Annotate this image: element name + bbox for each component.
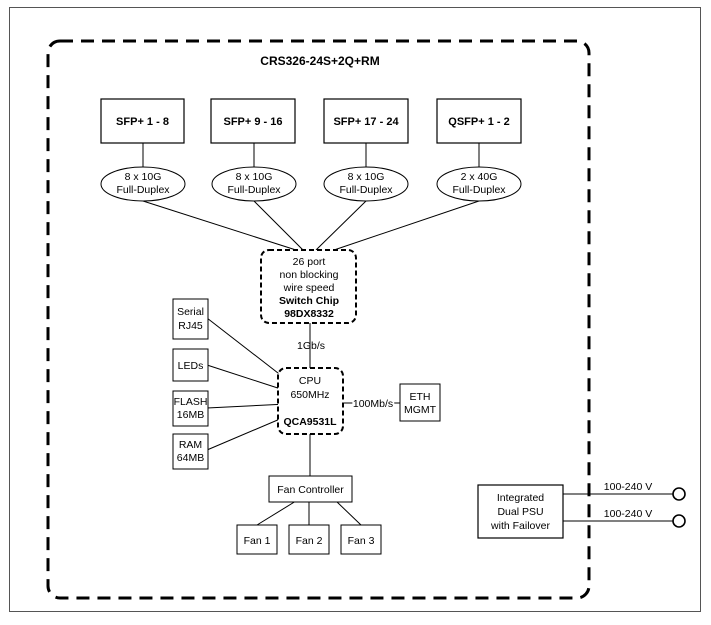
peripheral-flash: FLASH 16MB	[172, 390, 209, 427]
device-title: CRS326-24S+2Q+RM	[260, 54, 379, 68]
peripheral-serial-line1: Serial	[177, 306, 204, 318]
port-speed-2: 8 x 10G Full-Duplex	[211, 166, 297, 202]
outer-frame	[9, 7, 701, 612]
switch-chip-line4: Switch Chip	[279, 295, 339, 307]
fan-controller-label: Fan Controller	[277, 484, 344, 496]
port-speed-4-duplex: Full-Duplex	[452, 184, 506, 196]
connector-lines	[142, 143, 673, 526]
eth-link-speed-label: 100Mb/s	[353, 398, 393, 410]
fan-controller: Fan Controller	[268, 475, 353, 503]
port-group-2-label: SFP+ 9 - 16	[223, 116, 282, 128]
fan-2-label: Fan 2	[296, 535, 323, 547]
psu-line2: Dual PSU	[497, 506, 543, 518]
eth-mgmt-line1: ETH	[410, 391, 431, 403]
cpu-block: CPU 650MHz QCA9531L	[277, 367, 344, 435]
port-group-3: SFP+ 17 - 24	[323, 98, 409, 144]
fan-3-label: Fan 3	[348, 535, 375, 547]
peripheral-leds: LEDs	[172, 348, 209, 382]
port-speed-1: 8 x 10G Full-Duplex	[100, 166, 186, 202]
peripheral-serial-line2: RJ45	[178, 320, 203, 332]
port-group-3-label: SFP+ 17 - 24	[333, 116, 399, 128]
fan-3: Fan 3	[340, 524, 382, 555]
port-speed-2-rate: 8 x 10G	[236, 171, 273, 183]
power-input-2-label: 100-240 V	[604, 508, 652, 520]
psu-line1: Integrated	[497, 492, 544, 504]
port-group-1-label: SFP+ 1 - 8	[116, 116, 169, 128]
port-group-4: QSFP+ 1 - 2	[436, 98, 522, 144]
peripheral-ram: RAM 64MB	[172, 433, 209, 470]
switch-chip-line3: wire speed	[283, 282, 335, 294]
eth-mgmt-port: ETH MGMT	[399, 383, 441, 422]
port-speed-4-rate: 2 x 40G	[461, 171, 498, 183]
port-speed-4: 2 x 40G Full-Duplex	[436, 166, 522, 202]
port-group-1: SFP+ 1 - 8	[100, 98, 185, 144]
fan-2: Fan 2	[288, 524, 330, 555]
power-input-1-terminal	[672, 487, 686, 501]
psu-line3: with Failover	[490, 520, 550, 532]
switch-chip-line1: 26 port	[293, 256, 326, 268]
port-speed-2-duplex: Full-Duplex	[227, 184, 281, 196]
peripheral-flash-line2: 16MB	[177, 409, 204, 421]
cpu-line3: QCA9531L	[283, 416, 337, 428]
peripheral-flash-line1: FLASH	[174, 396, 208, 408]
port-speed-1-duplex: Full-Duplex	[116, 184, 170, 196]
power-input-1-label: 100-240 V	[604, 481, 652, 493]
peripheral-leds-line1: LEDs	[178, 360, 204, 372]
port-speed-3: 8 x 10G Full-Duplex	[323, 166, 409, 202]
uplink-speed-label: 1Gb/s	[297, 340, 325, 352]
port-group-2: SFP+ 9 - 16	[210, 98, 296, 144]
port-speed-1-rate: 8 x 10G	[125, 171, 162, 183]
port-group-4-label: QSFP+ 1 - 2	[448, 116, 509, 128]
power-supply: Integrated Dual PSU with Failover	[477, 484, 564, 539]
switch-chip-line5: 98DX8332	[284, 308, 334, 320]
fan-1: Fan 1	[236, 524, 278, 555]
eth-mgmt-line2: MGMT	[404, 404, 437, 416]
peripheral-ram-line1: RAM	[179, 439, 202, 451]
switch-chip-line2: non blocking	[280, 269, 339, 281]
switch-chip: 26 port non blocking wire speed Switch C…	[260, 249, 357, 324]
power-input-2-terminal	[672, 514, 686, 528]
port-speed-3-duplex: Full-Duplex	[339, 184, 393, 196]
device-enclosure	[46, 39, 591, 600]
cpu-line1: CPU	[299, 375, 321, 387]
port-speed-3-rate: 8 x 10G	[348, 171, 385, 183]
cpu-line2: 650MHz	[290, 389, 329, 401]
peripheral-serial: Serial RJ45	[172, 298, 209, 340]
fan-1-label: Fan 1	[244, 535, 271, 547]
peripheral-ram-line2: 64MB	[177, 452, 204, 464]
